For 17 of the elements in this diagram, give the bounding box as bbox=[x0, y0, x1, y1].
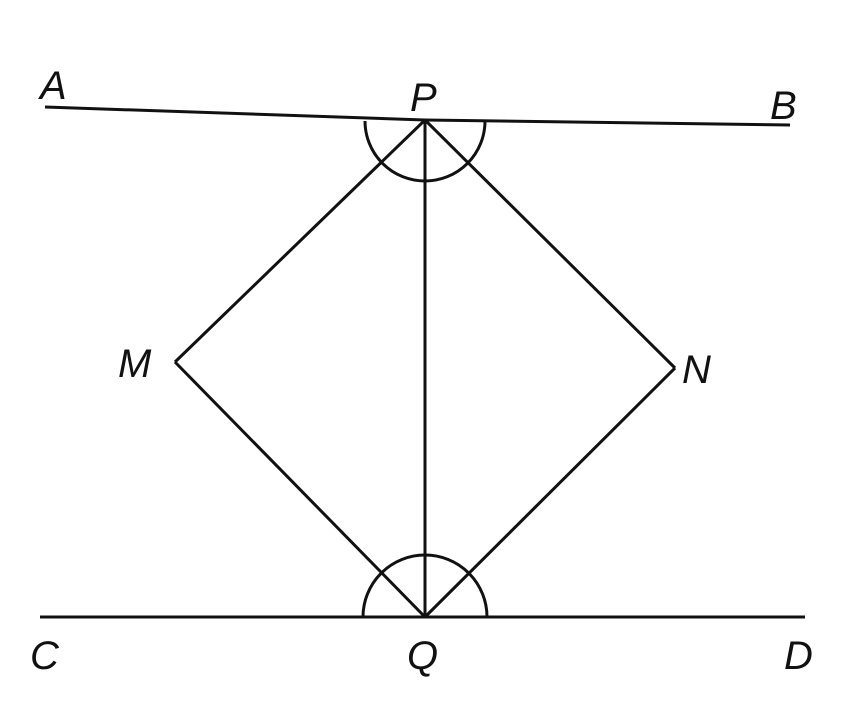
point-label: A bbox=[38, 66, 69, 106]
line-segment bbox=[44, 106, 426, 122]
point-label: Q bbox=[405, 636, 440, 676]
line-segment bbox=[424, 366, 676, 618]
line-segment bbox=[174, 360, 426, 618]
point-label: N bbox=[680, 350, 713, 390]
line-segment bbox=[40, 616, 425, 618]
point-label: M bbox=[116, 344, 154, 384]
line-segment bbox=[425, 616, 805, 618]
point-label: B bbox=[768, 86, 799, 126]
line-segment bbox=[424, 118, 790, 126]
line-segment bbox=[174, 118, 426, 364]
line-segment bbox=[424, 120, 426, 617]
point-label: P bbox=[408, 78, 439, 118]
line-segment bbox=[424, 118, 676, 370]
point-label: C bbox=[28, 636, 61, 676]
point-label: D bbox=[782, 636, 815, 676]
